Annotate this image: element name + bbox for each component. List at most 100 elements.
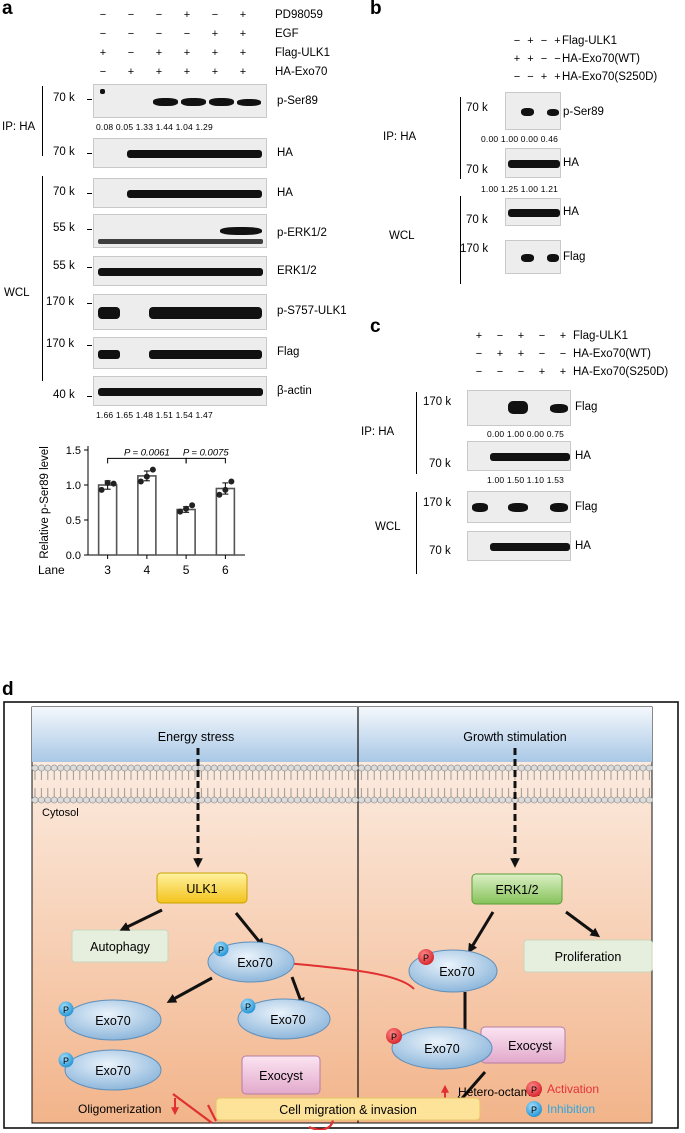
blot-label: p-S757-ULK1 [277, 305, 347, 317]
svg-text:P: P [531, 1085, 537, 1095]
activation-legend-icon [526, 1081, 542, 1097]
mw-marker: 70 k [466, 102, 488, 114]
treatment-sign: − [496, 366, 504, 378]
blot-ha-ip [93, 138, 267, 168]
blot-flag [93, 337, 267, 369]
panel-label-c: c [370, 316, 381, 337]
data-point [222, 486, 229, 493]
blot-label: p-Ser89 [277, 95, 318, 107]
treatment-label: HA-Exo70 [275, 66, 328, 78]
x-tick-label: 4 [144, 563, 151, 577]
treatment-sign: + [496, 348, 504, 360]
treatment-sign: − [496, 330, 504, 342]
ip-bracket [460, 97, 461, 179]
data-point [189, 502, 196, 509]
treatment-sign: + [183, 66, 191, 78]
treatment-sign: + [99, 47, 107, 59]
treatment-sign: − [554, 53, 561, 65]
quantification: 1.00 1.50 1.10 1.53 [487, 475, 565, 485]
treatment-sign: + [155, 66, 163, 78]
treatment-label: Flag-ULK1 [573, 330, 628, 342]
data-point [137, 478, 144, 485]
blot-label: HA [277, 187, 293, 199]
mw-marker: 170 k [423, 497, 452, 509]
treatment-sign: + [517, 330, 525, 342]
data-point [98, 486, 105, 493]
treatment-sign: + [239, 9, 247, 21]
treatment-sign: + [554, 35, 561, 47]
treatment-label: Flag-ULK1 [562, 35, 617, 47]
treatment-sign: − [538, 348, 546, 360]
svg-text:P: P [391, 1032, 397, 1042]
ip-label: IP: HA [2, 121, 36, 133]
blot-ha-ip [467, 441, 571, 471]
wcl-bracket [42, 176, 43, 381]
quantification: 0.00 1.00 0.00 0.75 [487, 429, 565, 439]
exo70-center: Exo70 P [207, 941, 295, 983]
mw-marker: 70 k [53, 186, 75, 198]
svg-text:Exocyst: Exocyst [508, 1039, 552, 1053]
panel-d-schematic: Energy stress Growth stimulation Cytosol… [3, 701, 679, 1130]
panel-label-d: d [2, 679, 14, 700]
ip-bracket [416, 392, 417, 474]
wcl-label: WCL [389, 230, 415, 242]
treatment-sign: + [559, 330, 567, 342]
blot-ha-ip [505, 148, 561, 178]
data-point [143, 473, 150, 480]
mw-marker: 70 k [53, 146, 75, 158]
treatment-sign: + [475, 330, 483, 342]
svg-text:Exo70: Exo70 [270, 1013, 305, 1027]
treatment-sign: − [513, 71, 521, 83]
quantification: 0.00 1.00 0.00 0.46 [481, 134, 559, 144]
exo70-right-lower: Exo70 P [386, 1026, 493, 1070]
blot-beta-actin [93, 376, 267, 406]
ulk1-box [156, 872, 248, 904]
cell-migration-box: Cell migration & invasion [215, 1097, 481, 1121]
mw-marker: 40 k [53, 389, 75, 401]
treatment-sign: + [127, 66, 135, 78]
wcl-bracket [460, 196, 461, 284]
blot-label: Flag [277, 346, 300, 358]
blot-p-ser89 [93, 84, 267, 118]
inhibition-legend-icon [526, 1101, 542, 1117]
proliferation-box [523, 939, 653, 973]
treatment-sign: + [527, 53, 534, 65]
y-tick-label: 1.5 [66, 445, 81, 457]
treatment-sign: − [527, 71, 534, 83]
y-tick-label: 0.5 [66, 515, 81, 527]
significance-bracket [107, 457, 187, 464]
bar [137, 475, 157, 556]
treatment-sign: − [99, 66, 107, 78]
blot-flag-ip [467, 390, 571, 426]
treatment-label: HA-Exo70(S250D) [562, 71, 658, 83]
treatment-sign: − [99, 9, 107, 21]
mw-marker: 70 k [466, 164, 488, 176]
blot-flag [505, 240, 561, 274]
treatment-sign: + [211, 47, 219, 59]
blot-label: p-Ser89 [563, 106, 604, 118]
treatment-sign: + [513, 53, 521, 65]
exocyst-right: Exocyst [480, 1026, 566, 1064]
svg-text:Exo70: Exo70 [237, 956, 272, 970]
blot-label: HA [575, 540, 591, 552]
wcl-label: WCL [375, 521, 401, 533]
p-value-label: P = 0.0061 [124, 447, 170, 458]
blot-ha-wcl [467, 531, 571, 561]
blot-label: Flag [575, 501, 598, 513]
treatment-sign: − [99, 28, 107, 40]
treatment-sign: + [183, 9, 191, 21]
panel-label-b: b [370, 0, 382, 19]
svg-text:P: P [63, 1005, 69, 1015]
hetero-octamer-right-label: Hetero-octamer [458, 1085, 541, 1099]
y-tick-label: 0.0 [66, 550, 81, 562]
x-tick-label: 3 [104, 563, 111, 577]
treatment-sign: − [127, 28, 135, 40]
blot-label: HA [575, 450, 591, 462]
data-point [228, 478, 235, 485]
legend-inhibition: Inhibition [547, 1102, 595, 1116]
blot-flag-wcl [467, 491, 571, 523]
svg-text:Autophagy: Autophagy [90, 940, 151, 954]
treatment-sign: − [475, 366, 483, 378]
blot-label: HA [563, 206, 579, 218]
treatment-label: HA-Exo70(WT) [562, 53, 640, 65]
